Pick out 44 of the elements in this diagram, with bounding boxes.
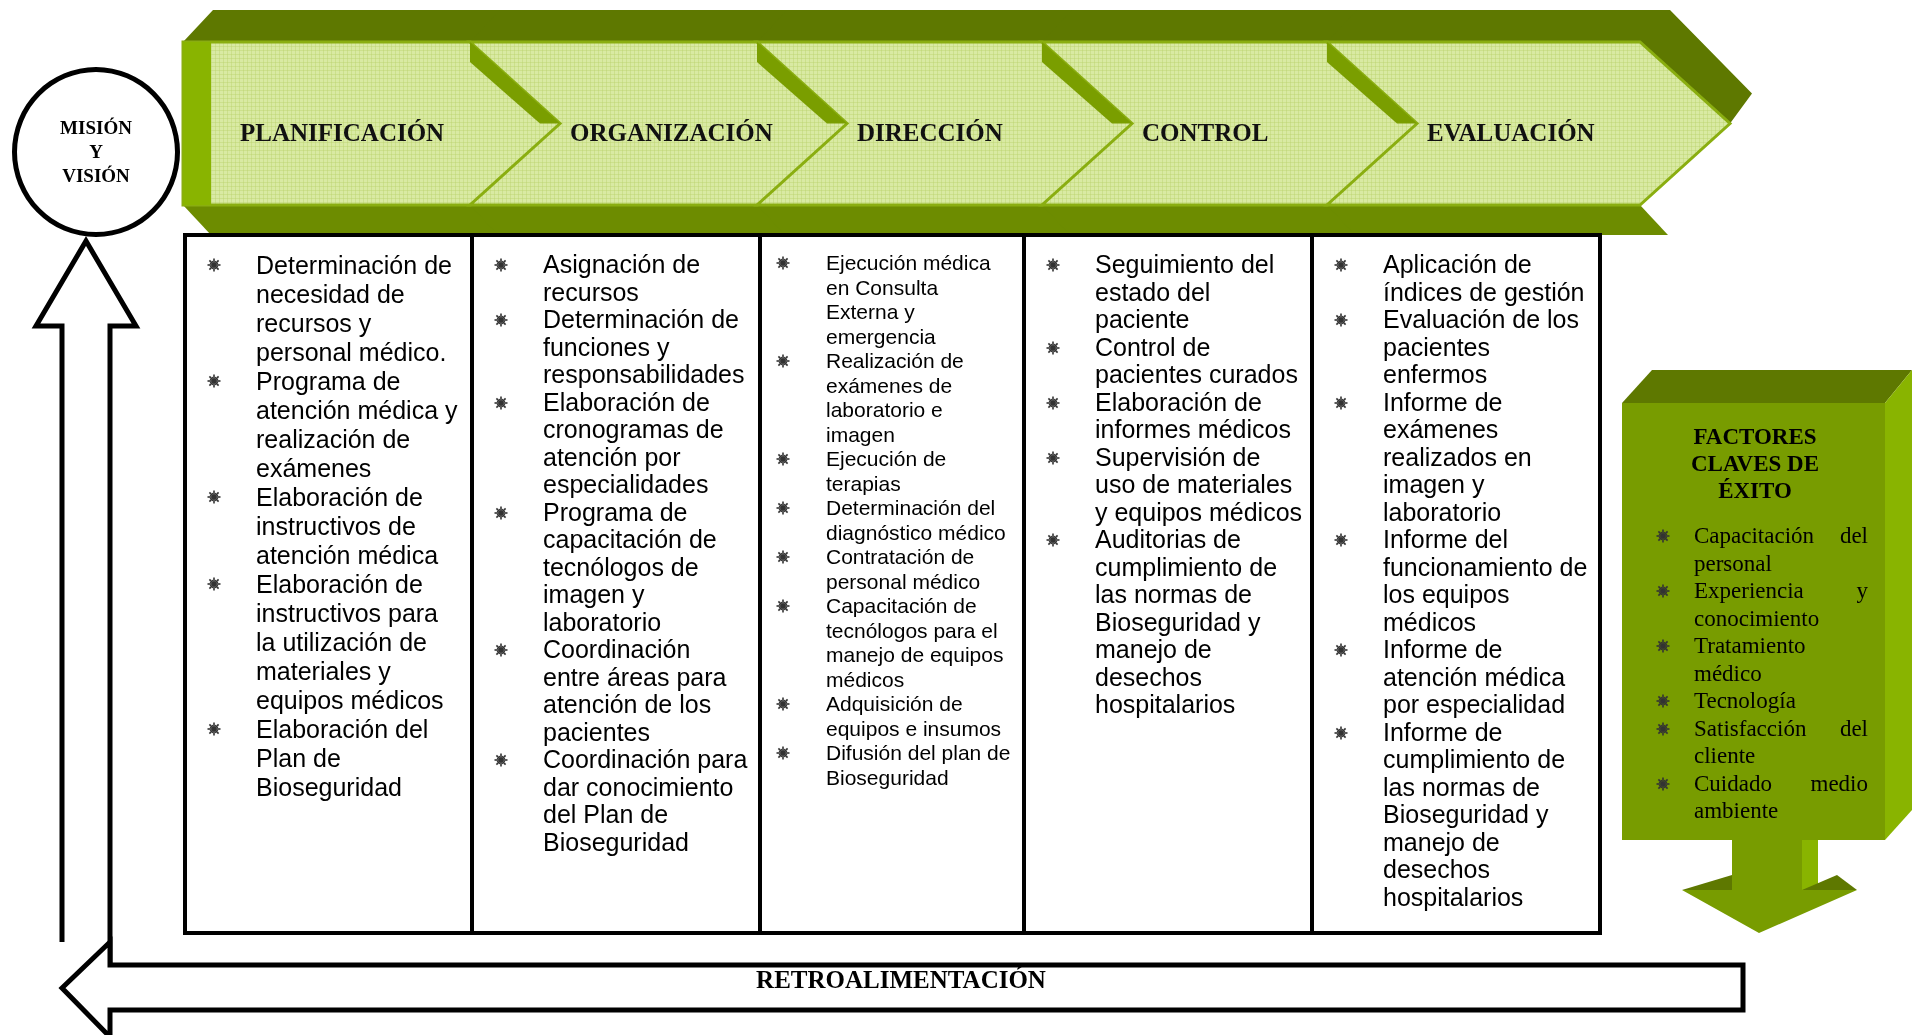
activity-item: Seguimiento del estado del paciente bbox=[1095, 251, 1276, 334]
stage-title: ORGANIZACIÓN bbox=[570, 118, 773, 148]
factor-item: Tratamiento médico bbox=[1694, 632, 1807, 687]
activity-item: Capacitación de tecnólogos para el manejo de equipos médicos bbox=[826, 594, 1005, 692]
factor-item: Capacitación del personal bbox=[1694, 522, 1868, 577]
factor-item: Tecnología bbox=[1694, 687, 1797, 715]
activity-item: Informe de atención médica por especialidad bbox=[1383, 636, 1567, 719]
activity-item: Auditorias de cumplimiento de las normas de Bioseguridad y manejo de desechos hospitalarios bbox=[1095, 526, 1279, 719]
activity-item: Evaluación de los pacientes enfermos bbox=[1383, 306, 1579, 389]
activity-item: Elaboración de informes médicos bbox=[1095, 388, 1292, 444]
activity-item: Adquisición de equipos e insumos bbox=[826, 692, 1003, 741]
factor-item: Satisfacción del cliente bbox=[1694, 714, 1868, 770]
activity-item: Ejecución de terapias bbox=[826, 447, 948, 496]
activity-item: Coordinación para dar conocimiento del Plan de Bioseguridad bbox=[543, 746, 749, 856]
stage-title: EVALUACIÓN bbox=[1427, 118, 1595, 148]
stage-title: PLANIFICACIÓN bbox=[240, 118, 445, 148]
activity-item: Asignación de recursos bbox=[543, 251, 702, 306]
stage-title: DIRECCIÓN bbox=[857, 118, 1003, 148]
activity-item: Programa de capacitación de tecnólogos de imagen y laboratorio bbox=[543, 498, 718, 636]
activity-item: Elaboración de instructivos de atención médica bbox=[256, 483, 440, 570]
box-heading: FACTORES CLAVES DE ÉXITO bbox=[1689, 423, 1820, 504]
activity-item: Ejecución médica en Consulta Externa y emergencia bbox=[826, 251, 992, 349]
factor-item: Experiencia y conocimiento bbox=[1694, 577, 1868, 632]
activity-item: Informe de cumplimiento de las normas de Bioseguridad y manejo de desechos hospitalarios bbox=[1383, 718, 1567, 911]
activity-item: Difusión del plan de Bioseguridad bbox=[826, 741, 1012, 790]
activity-item: Elaboración de cronogramas de atención por especialidades bbox=[543, 388, 724, 499]
activity-item: Programa de atención médica y realización de exámenes bbox=[256, 367, 459, 483]
activity-item: Supervisión de uso de materiales y equipos médicos bbox=[1095, 443, 1304, 526]
activity-item: Elaboración del Plan de Bioseguridad bbox=[256, 715, 430, 802]
activity-item: Elaboración de instructivos para la utilización de materiales y equipos médicos bbox=[256, 570, 445, 715]
activity-item: Determinación del diagnóstico médico bbox=[826, 496, 1007, 545]
activity-item: Control de pacientes curados bbox=[1095, 333, 1299, 389]
stage-title: CONTROL bbox=[1142, 118, 1269, 148]
activity-item: Realización de exámenes de laboratorio e imagen bbox=[826, 349, 965, 447]
activity-item: Determinación de necesidad de recursos y personal médico. bbox=[256, 251, 453, 367]
activity-item: Informe del funcionamiento de los equipos médicos bbox=[1383, 526, 1589, 636]
activity-item: Aplicación de índices de gestión bbox=[1383, 251, 1586, 306]
activity-item: Contratación de personal médico bbox=[826, 545, 982, 594]
factor-item: Cuidado medio ambiente bbox=[1694, 769, 1868, 825]
activity-item: Determinación de funciones y responsabilidades bbox=[543, 306, 746, 389]
activity-item: Coordinación entre áreas para atención de los pacientes bbox=[543, 636, 728, 746]
activity-item: Informe de exámenes realizados en imagen y laboratorio bbox=[1383, 388, 1533, 526]
feedback-label: RETROALIMENTACIÓN bbox=[755, 966, 1047, 994]
circle-label: MISIÓN Y VISIÓN bbox=[59, 116, 133, 188]
